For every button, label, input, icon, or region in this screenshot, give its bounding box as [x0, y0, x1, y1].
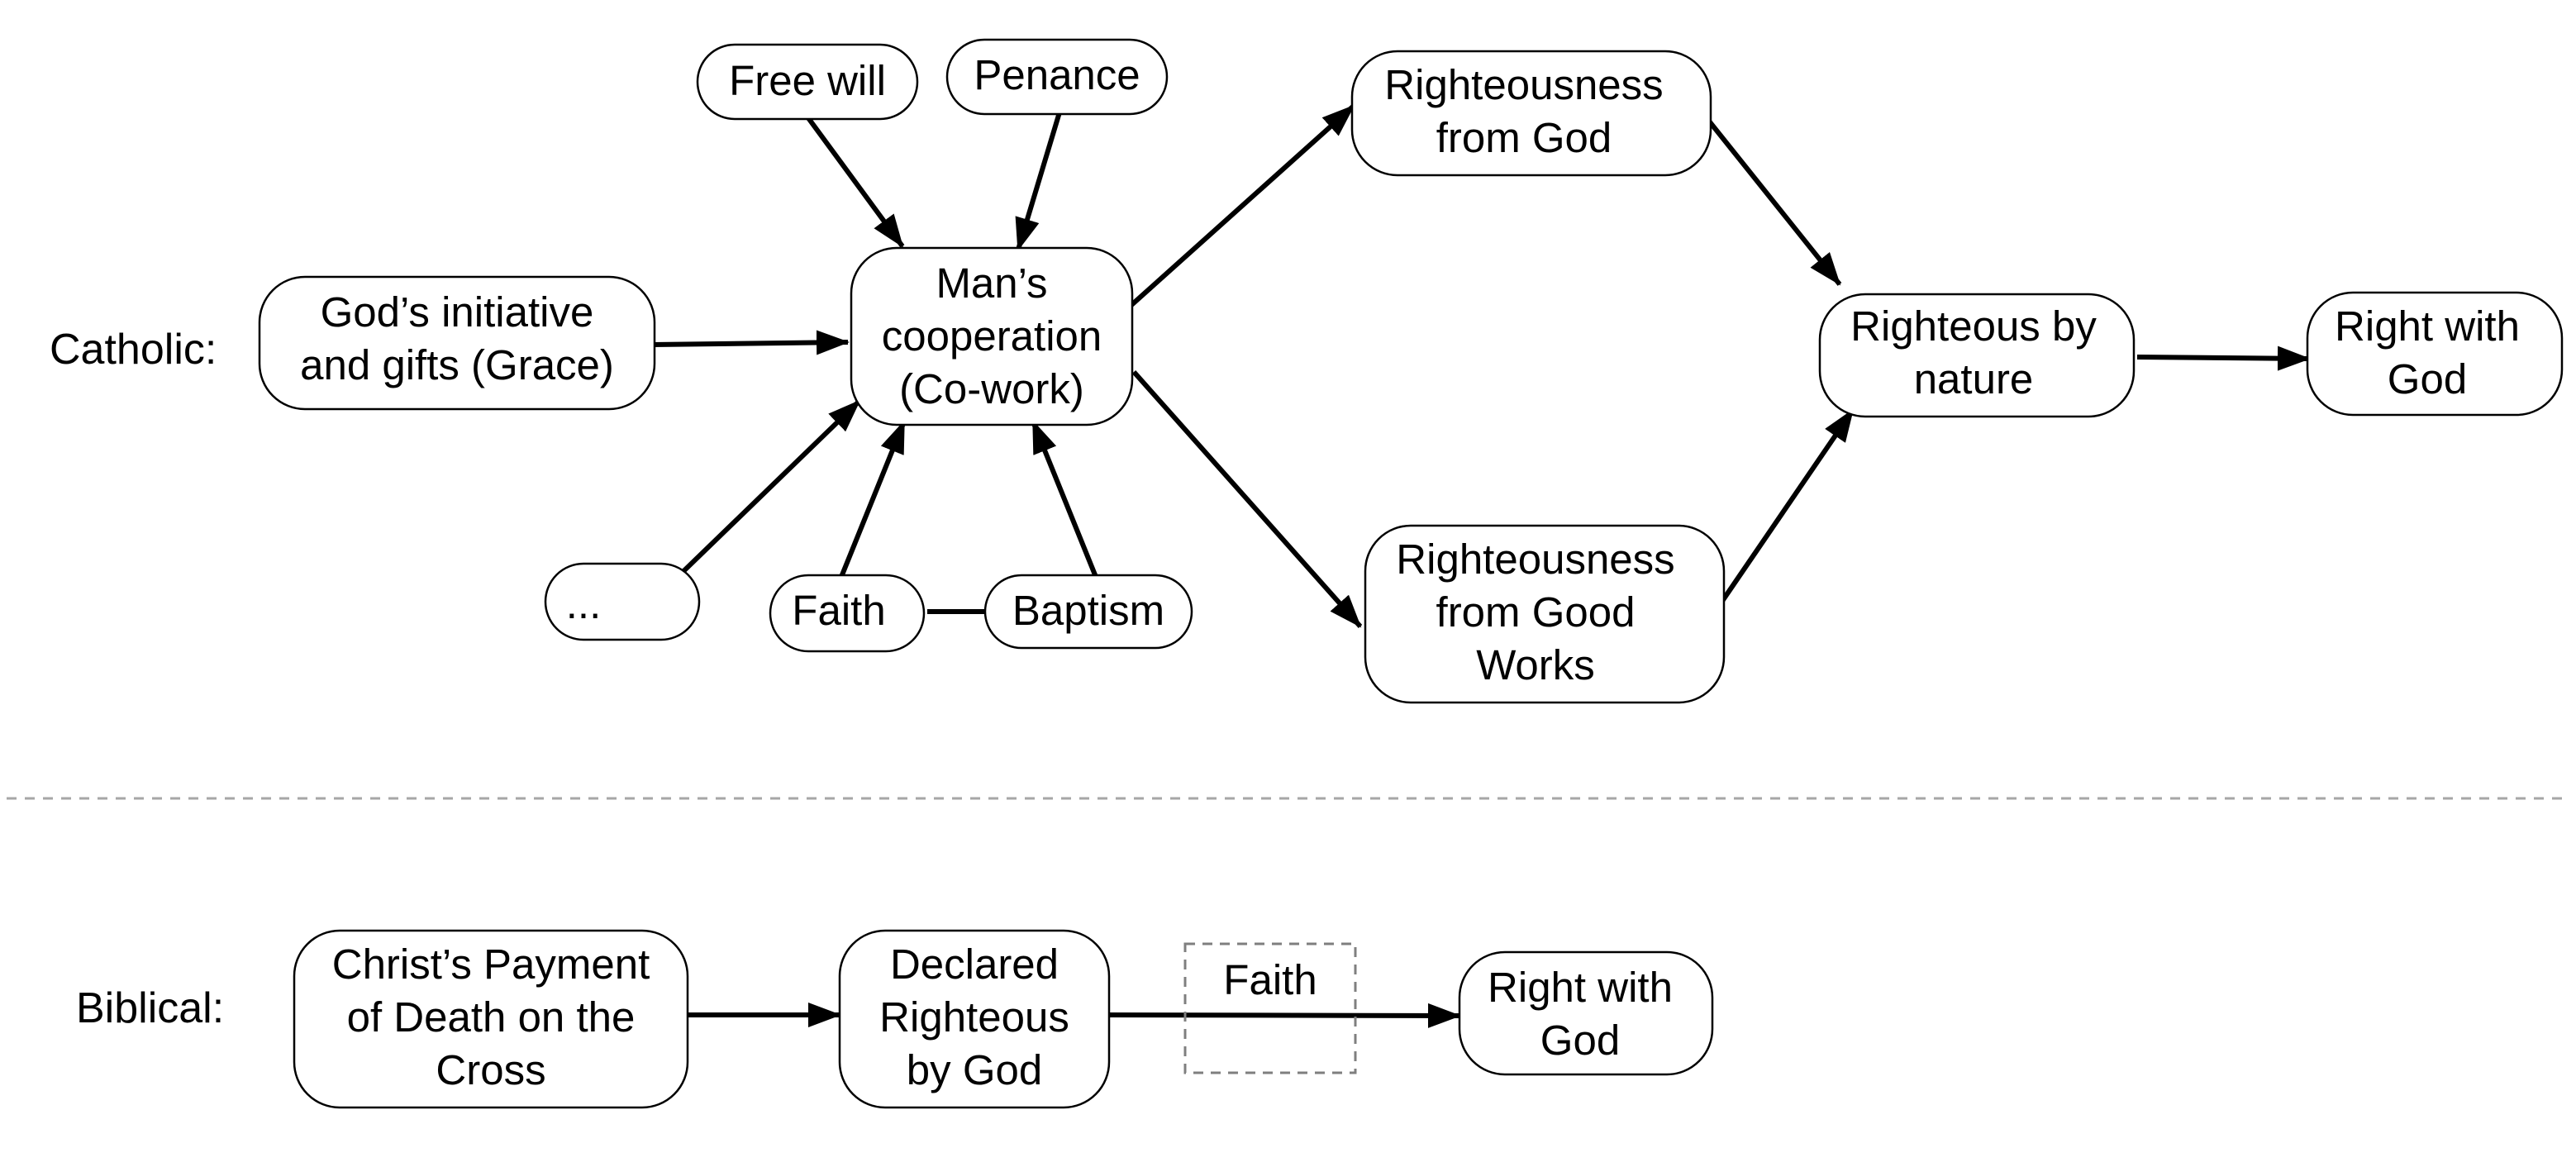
node-faith — [769, 574, 926, 653]
label-righteousness-god-line: from God — [1436, 114, 1612, 161]
label-righteous-nature-line: nature — [1914, 355, 2034, 402]
arrow-nature-to-right-with-god — [2136, 345, 2311, 371]
label-right-with-god-biblical-line: God — [1540, 1017, 1620, 1064]
node-ellipsis — [544, 562, 701, 641]
arrow-cooperation-to-righteousness-works — [1131, 370, 1363, 628]
label-faith-line: Faith — [792, 587, 885, 634]
label-baptism-line: Baptism — [1012, 587, 1164, 634]
node-right-with-god-catholic — [2306, 291, 2564, 417]
label-free-will-line: Free will — [729, 57, 886, 104]
arrow-faith-to-cooperation — [839, 420, 907, 579]
arrow-ellipsis-to-cooperation — [677, 398, 862, 578]
node-righteousness-works — [1364, 524, 1726, 704]
arrow-penance-to-cooperation — [1015, 112, 1062, 251]
label-righteousness-works-line: Works — [1476, 641, 1595, 688]
node-labels: God’s initiative and gifts (Grace) Man’s co… — [300, 51, 2520, 1093]
label-baptism: Baptism — [1012, 587, 1164, 634]
label-grace-line: and gifts (Grace) — [300, 341, 614, 388]
label-penance: Penance — [974, 51, 1140, 98]
label-grace: God’s initiative and gifts (Grace) — [300, 288, 614, 388]
catholic-nodes — [258, 38, 2564, 704]
arrow-cooperation-to-righteousness-god — [1128, 103, 1356, 308]
label-free-will: Free will — [729, 57, 886, 104]
label-right-with-god-catholic-line: God — [2388, 355, 2467, 402]
biblical-connectors — [686, 1003, 1461, 1028]
label-faith-biblical: Faith — [1223, 956, 1317, 1003]
label-payment-line: Cross — [436, 1046, 545, 1093]
label-declared-line: Righteous — [879, 993, 1069, 1041]
node-baptism — [983, 574, 1193, 650]
catholic-row-label: Catholic: — [50, 326, 217, 374]
node-faith-biblical — [1183, 942, 1357, 1074]
label-ellipsis: ... — [566, 580, 602, 627]
node-payment — [293, 929, 689, 1109]
node-righteousness-god — [1350, 50, 1712, 177]
label-faith-biblical-line: Faith — [1223, 956, 1317, 1003]
node-declared — [838, 929, 1111, 1109]
label-righteousness-works-line: from Good — [1436, 588, 1636, 636]
label-payment-line: Christ’s Payment — [332, 941, 650, 988]
arrow-righteousness-god-to-nature — [1705, 117, 1842, 286]
node-penance — [945, 38, 1169, 116]
arrow-grace-to-cooperation — [652, 330, 850, 355]
label-righteous-nature-line: Righteous by — [1850, 302, 2097, 350]
label-cooperation-line: Man’s — [936, 260, 1047, 307]
label-payment-line: of Death on the — [347, 993, 636, 1041]
label-right-with-god-biblical-line: Right with — [1488, 964, 1673, 1011]
catholic-connectors — [652, 103, 2311, 628]
arrow-righteousness-works-to-nature — [1715, 408, 1855, 610]
label-cooperation: Man’s cooperation (Co-work) — [882, 260, 1102, 412]
label-penance-line: Penance — [974, 51, 1140, 98]
label-righteousness-god-line: Righteousness — [1384, 61, 1663, 108]
node-cooperation — [850, 246, 1134, 426]
label-right-with-god-catholic-line: Right with — [2335, 302, 2520, 350]
label-righteous-nature: Righteous by nature — [1850, 302, 2097, 402]
biblical-row-label: Biblical: — [76, 984, 224, 1032]
label-ellipsis-line: ... — [566, 580, 602, 627]
label-declared-line: by God — [907, 1046, 1042, 1093]
node-free-will — [696, 43, 919, 121]
node-grace — [258, 275, 656, 411]
label-cooperation-line: cooperation — [882, 312, 1102, 360]
arrow-baptism-to-cooperation — [1031, 420, 1098, 579]
arrow-freewill-to-cooperation — [804, 114, 905, 248]
node-righteous-nature — [1818, 293, 2136, 418]
label-righteousness-works-line: Righteousness — [1396, 536, 1674, 583]
label-declared-line: Declared — [890, 941, 1059, 988]
arrow-declared-to-right-with-god — [1108, 1003, 1461, 1028]
node-right-with-god-biblical — [1458, 950, 1714, 1076]
label-faith: Faith — [792, 587, 885, 634]
biblical-nodes — [293, 929, 1714, 1109]
label-righteousness-god: Righteousness from God — [1384, 61, 1663, 161]
label-cooperation-line: (Co-work) — [899, 365, 1084, 412]
label-grace-line: God’s initiative — [321, 288, 594, 336]
